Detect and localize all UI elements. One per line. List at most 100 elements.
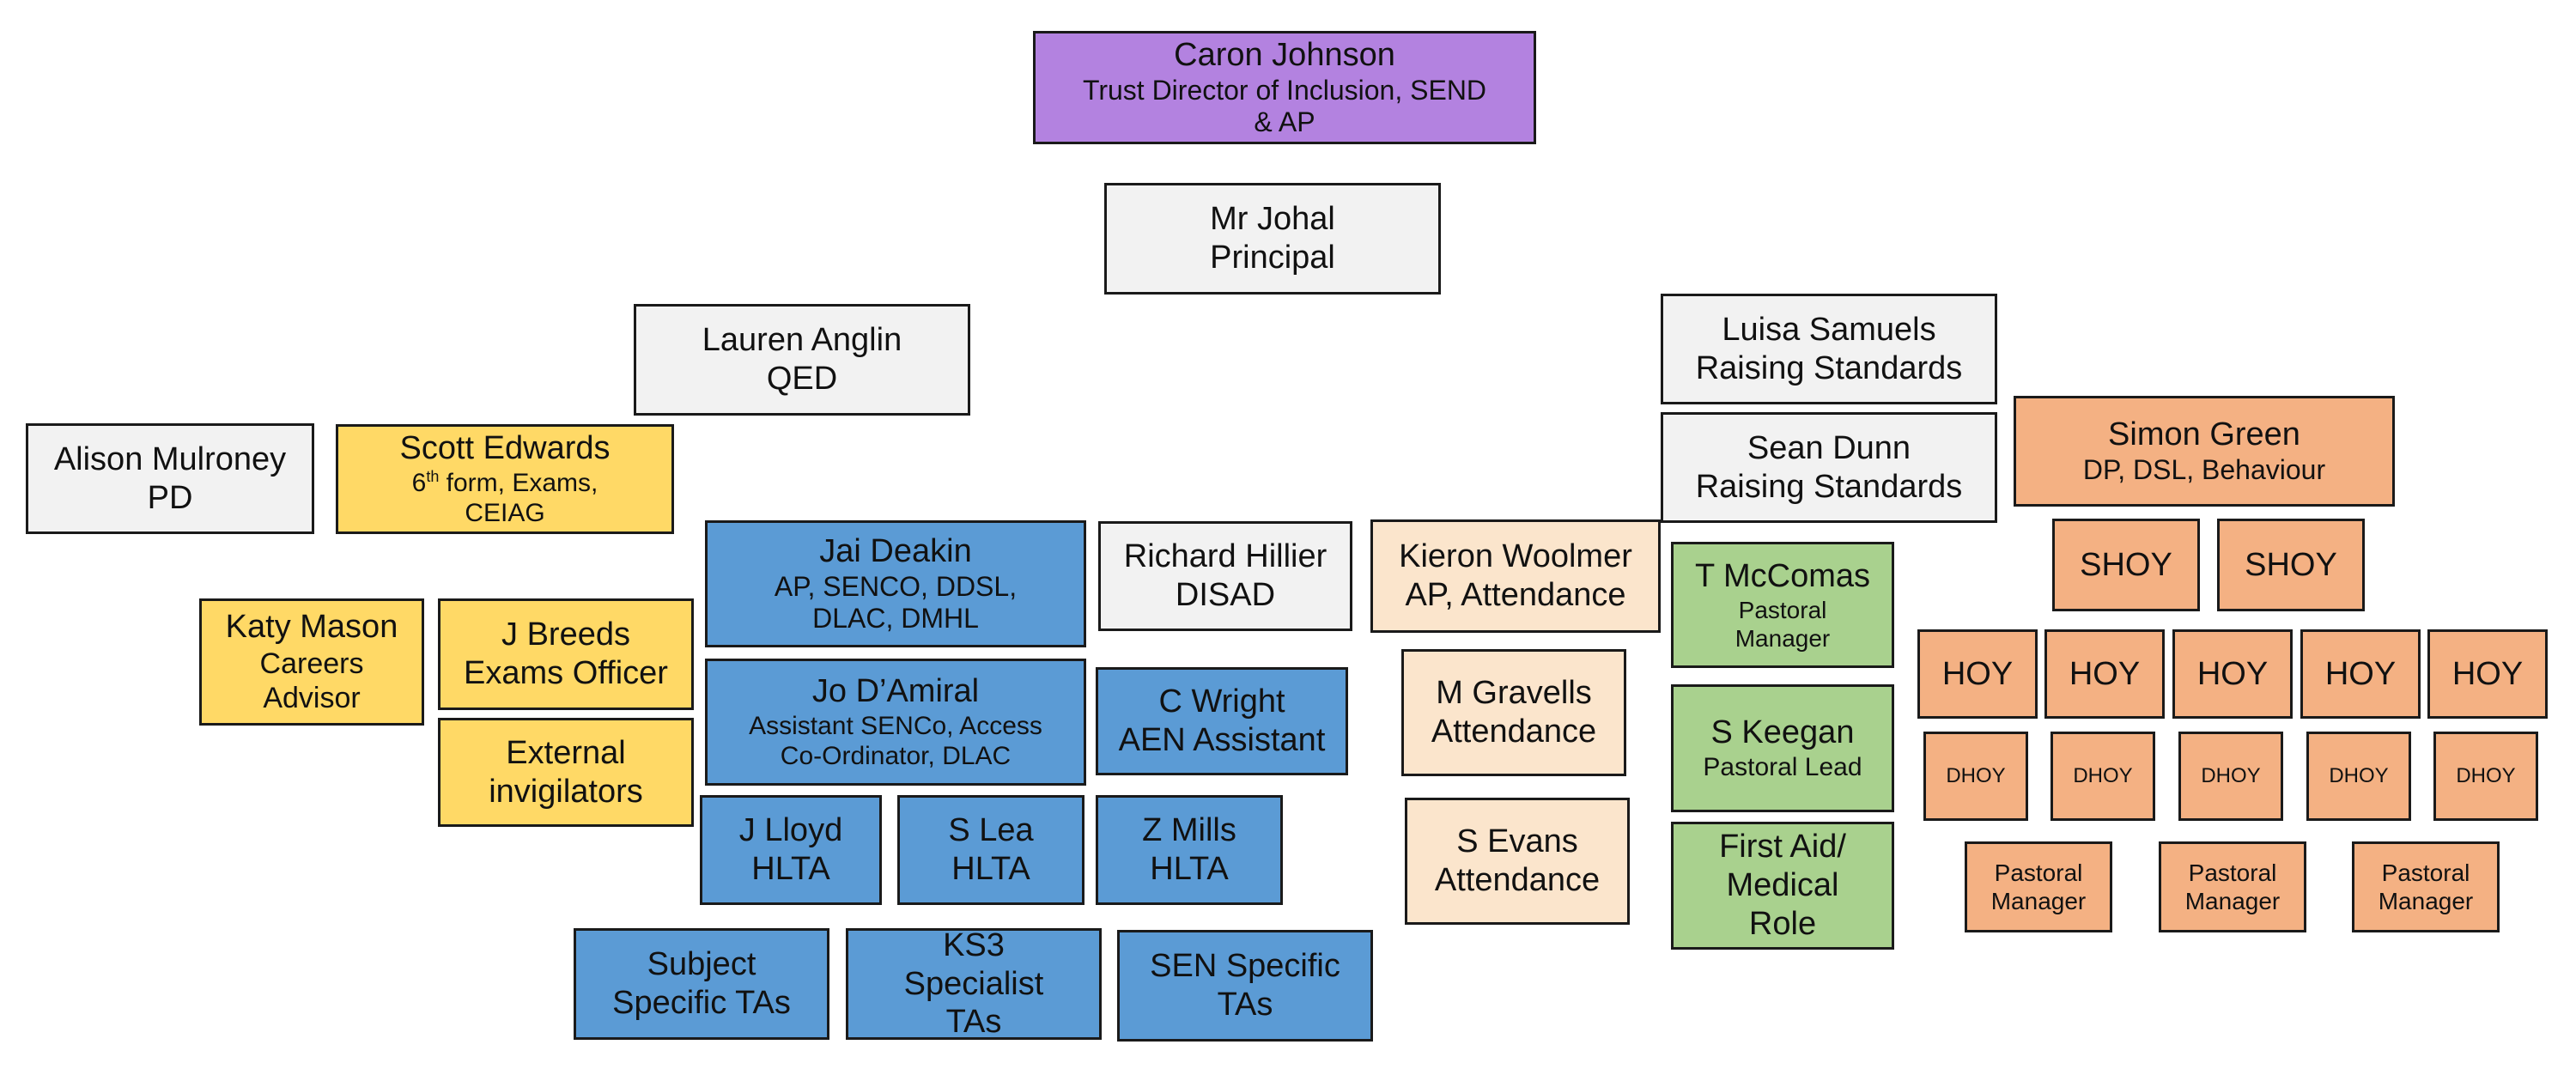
node-line1: KS3 (943, 928, 1005, 963)
node-name: J Breeds (501, 616, 630, 653)
node-t-mccomas: T McComas Pastoral Manager (1671, 542, 1894, 668)
node-line2: Specific TAs (612, 985, 791, 1021)
node-name: Katy Mason (225, 609, 398, 646)
node-s-lea: S Lea HLTA (897, 795, 1084, 905)
node-name: Kieron Woolmer (1399, 538, 1632, 575)
node-line2: Specialist (903, 965, 1044, 1002)
node-s-evans: S Evans Attendance (1405, 798, 1630, 925)
node-alison-mulroney: Alison Mulroney PD (26, 423, 314, 534)
node-role: Attendance (1434, 862, 1601, 898)
node-pastoral-manager-1: Pastoral Manager (1965, 841, 2112, 932)
node-simon-green: Simon Green DP, DSL, Behaviour (2014, 396, 2395, 507)
node-sen-specific-tas: SEN Specific TAs (1117, 930, 1373, 1042)
node-name: Z Mills (1142, 812, 1236, 849)
node-role-line2: Manager (1735, 624, 1831, 652)
node-role: DP, DSL, Behaviour (2082, 454, 2326, 486)
node-ks3-specialist-tas: KS3 Specialist TAs (846, 928, 1102, 1040)
node-line3: Role (1748, 905, 1817, 942)
node-j-breeds: J Breeds Exams Officer (438, 598, 694, 710)
node-name: Scott Edwards (399, 430, 611, 467)
node-role: HLTA (751, 851, 830, 887)
node-role-sup: th (426, 468, 440, 486)
node-jo-damiral: Jo D’Amiral Assistant SENCo, Access Co-O… (705, 659, 1086, 786)
node-role: Principal (1210, 240, 1335, 276)
node-role: 6th form, Exams, (412, 468, 598, 498)
node-jai-deakin: Jai Deakin AP, SENCO, DDSL, DLAC, DMHL (705, 520, 1086, 647)
node-name: C Wright (1158, 683, 1285, 720)
node-name: Sean Dunn (1747, 429, 1911, 466)
node-name: Luisa Samuels (1722, 311, 1936, 348)
node-line1: Subject (647, 946, 756, 983)
node-name: Jai Deakin (819, 532, 972, 569)
node-role-line2: Advisor (263, 682, 361, 715)
node-c-wright: C Wright AEN Assistant (1096, 667, 1348, 775)
node-hoy-2: HOY (2044, 629, 2165, 719)
node-name: S Lea (948, 812, 1034, 849)
node-external-invigilators: External invigilators (438, 718, 694, 827)
node-role: AP, Attendance (1405, 577, 1626, 613)
node-line1: Pastoral (1994, 859, 2083, 886)
node-role: Careers (259, 647, 364, 681)
node-dhoy-2: DHOY (2050, 732, 2155, 821)
node-shoy-1: SHOY (2052, 519, 2200, 611)
node-line1: Pastoral (2188, 859, 2277, 886)
node-luisa-samuels: Luisa Samuels Raising Standards (1661, 294, 1997, 404)
node-role: Pastoral (1738, 596, 1827, 623)
node-dhoy-1: DHOY (1923, 732, 2028, 821)
node-s-keegan: S Keegan Pastoral Lead (1671, 684, 1894, 812)
node-name: Lauren Anglin (702, 322, 902, 359)
node-name: M Gravells (1436, 675, 1592, 712)
node-caron-johnson: Caron Johnson Trust Director of Inclusio… (1033, 31, 1536, 144)
node-scott-edwards: Scott Edwards 6th form, Exams, CEIAG (336, 424, 674, 534)
node-dhoy-3: DHOY (2178, 732, 2283, 821)
node-katy-mason: Katy Mason Careers Advisor (199, 598, 424, 726)
node-role-line2: CEIAG (465, 499, 545, 528)
node-role: Exams Officer (464, 655, 668, 691)
node-role: QED (766, 361, 838, 397)
node-hoy-5: HOY (2427, 629, 2548, 719)
node-name: Caron Johnson (1174, 36, 1395, 73)
node-line1: First Aid/ (1719, 829, 1846, 865)
node-role: PD (147, 479, 193, 516)
node-pastoral-manager-3: Pastoral Manager (2352, 841, 2500, 932)
node-name: Mr Johal (1210, 201, 1335, 238)
node-name: Richard Hillier (1123, 538, 1327, 575)
node-role: Raising Standards (1695, 468, 1963, 505)
node-name: Jo D’Amiral (811, 673, 980, 710)
node-pastoral-manager-2: Pastoral Manager (2159, 841, 2306, 932)
node-lauren-anglin: Lauren Anglin QED (634, 304, 970, 416)
node-name: Simon Green (2108, 416, 2300, 453)
node-name: S Keegan (1710, 714, 1855, 751)
node-line2: Manager (2184, 888, 2281, 914)
node-hoy-1: HOY (1917, 629, 2038, 719)
node-m-gravells: M Gravells Attendance (1401, 649, 1626, 776)
node-name: J Lloyd (738, 812, 843, 849)
node-line1: SEN Specific (1150, 948, 1340, 985)
node-role-prefix: 6 (411, 469, 427, 498)
node-line3: TAs (945, 1004, 1002, 1040)
node-kieron-woolmer: Kieron Woolmer AP, Attendance (1370, 519, 1661, 633)
node-role-line2: Co-Ordinator, DLAC (780, 742, 1012, 771)
node-line1: External (506, 734, 626, 771)
node-name: S Evans (1456, 823, 1578, 860)
node-line2: invigilators (489, 773, 643, 810)
node-name: T McComas (1694, 558, 1871, 595)
node-role: Pastoral Lead (1703, 753, 1862, 782)
node-role-line2: DLAC, DMHL (812, 603, 979, 635)
node-role: DISAD (1175, 577, 1276, 613)
node-hoy-3: HOY (2172, 629, 2293, 719)
node-z-mills: Z Mills HLTA (1096, 795, 1283, 905)
node-richard-hillier: Richard Hillier DISAD (1098, 521, 1352, 631)
node-hoy-4: HOY (2300, 629, 2421, 719)
node-line2: TAs (1217, 987, 1273, 1023)
node-role: Attendance (1431, 714, 1597, 750)
node-dhoy-4: DHOY (2306, 732, 2411, 821)
node-role: AP, SENCO, DDSL, (774, 570, 1018, 602)
node-line2: Medical (1726, 867, 1839, 904)
node-line1: Pastoral (2381, 859, 2470, 886)
node-name: Alison Mulroney (53, 440, 287, 477)
node-line2: Manager (1990, 888, 2087, 914)
node-role: Trust Director of Inclusion, SEND (1082, 74, 1487, 106)
node-line2: Manager (2378, 888, 2474, 914)
node-j-lloyd: J Lloyd HLTA (700, 795, 882, 905)
